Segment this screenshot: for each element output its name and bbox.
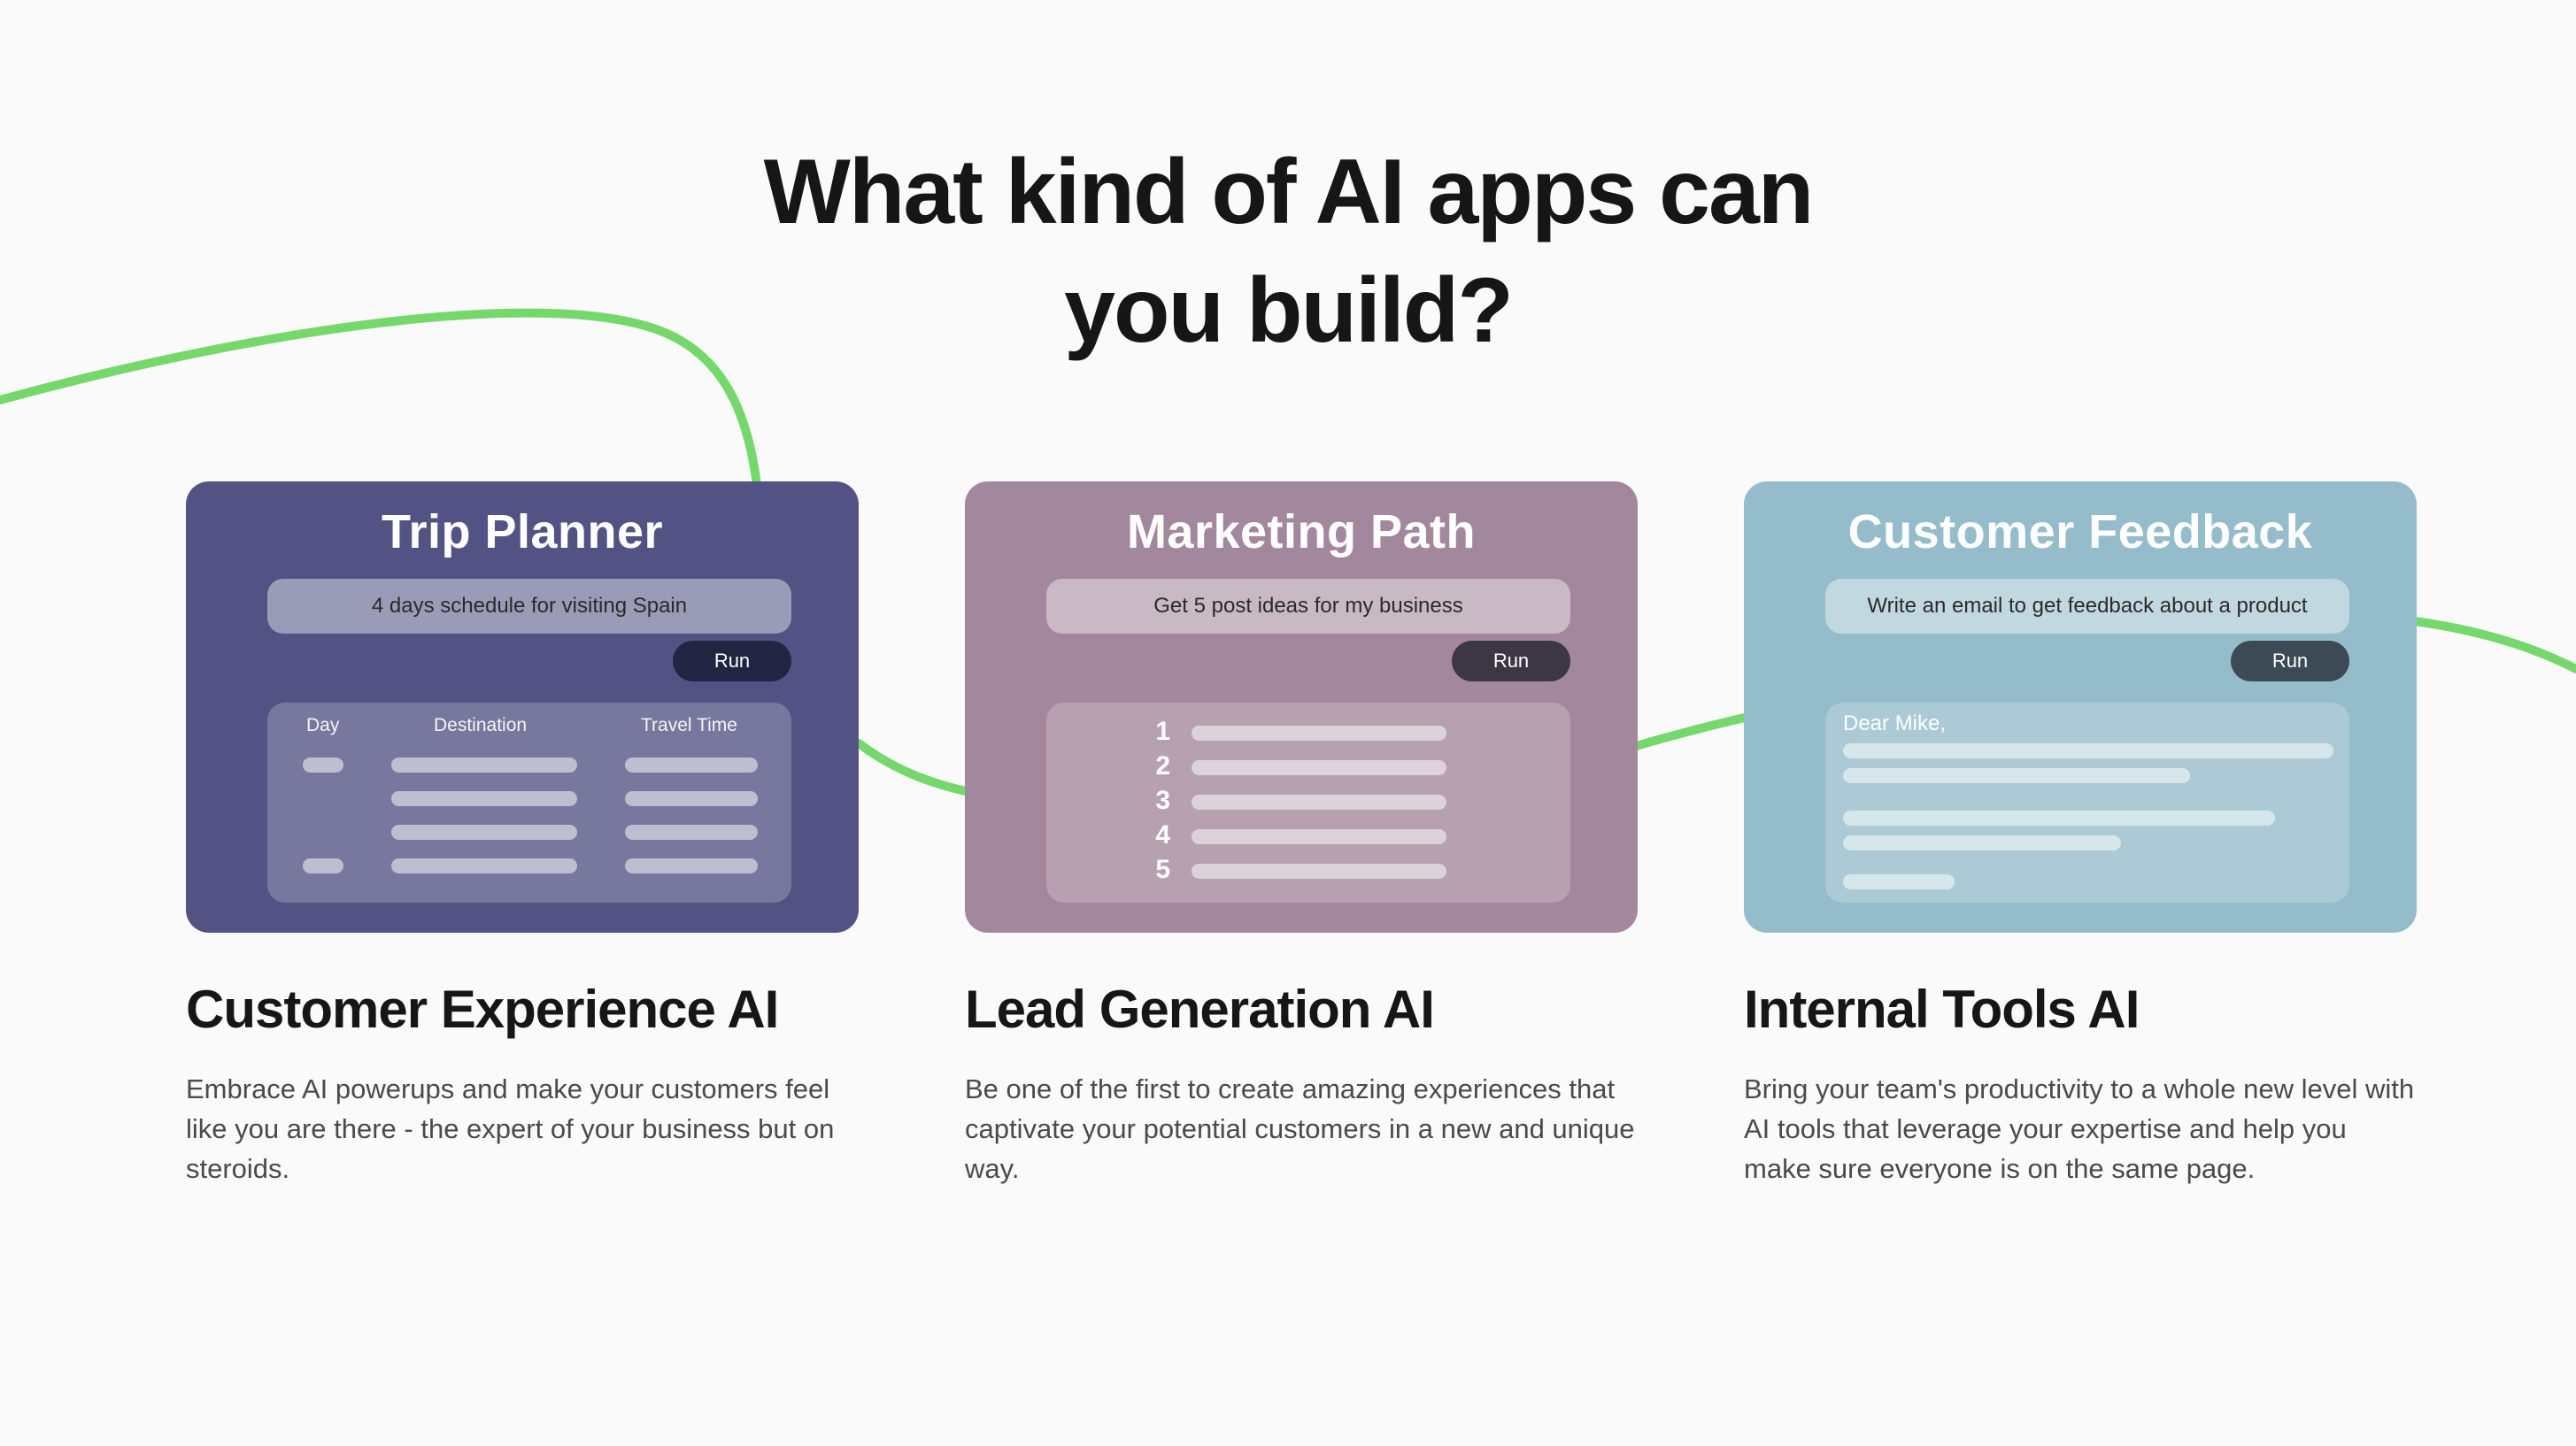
run-button[interactable]: Run bbox=[1452, 641, 1570, 681]
card-title: Customer Feedback bbox=[1847, 505, 2313, 558]
table-header-day: Day bbox=[306, 715, 340, 735]
table-header-destination: Destination bbox=[434, 715, 528, 735]
headline-line-2: you build? bbox=[1064, 259, 1514, 362]
list-number: 1 bbox=[1155, 717, 1170, 746]
run-button[interactable]: Run bbox=[673, 641, 791, 681]
trip-planner-card: Trip Planner 4 days schedule for visitin… bbox=[186, 481, 859, 933]
placeholder-bar bbox=[1843, 743, 2333, 758]
section-title-internal-tools: Internal Tools AI bbox=[1744, 980, 2140, 1039]
card-title: Marketing Path bbox=[1126, 505, 1477, 558]
customer-feedback-card: Customer Feedback Write an email to get … bbox=[1744, 481, 2417, 933]
list-number: 2 bbox=[1155, 751, 1170, 781]
placeholder-bar bbox=[303, 758, 343, 773]
placeholder-bar bbox=[625, 825, 758, 840]
table-header-travel-time: Travel Time bbox=[641, 715, 737, 735]
run-button[interactable]: Run bbox=[2231, 641, 2349, 681]
list-number: 3 bbox=[1155, 786, 1170, 815]
schedule-table: Day Destination Travel Time bbox=[267, 703, 791, 903]
list-number: 5 bbox=[1155, 855, 1170, 884]
placeholder-bar bbox=[1843, 768, 2190, 783]
prompt-field[interactable]: Write an email to get feedback about a p… bbox=[1825, 579, 2349, 634]
placeholder-bar bbox=[1843, 835, 2121, 850]
placeholder-bar bbox=[1192, 864, 1446, 879]
placeholder-bar bbox=[625, 858, 758, 873]
section-description-internal-tools: Bring your team's productivity to a whol… bbox=[1744, 1073, 2415, 1184]
section-description-lead-generation: Be one of the first to create amazing ex… bbox=[965, 1073, 1635, 1184]
list-number: 4 bbox=[1155, 820, 1170, 850]
section-title-customer-experience: Customer Experience AI bbox=[186, 980, 779, 1039]
ideas-list: 1 2 3 4 5 bbox=[1046, 703, 1570, 903]
prompt-field[interactable]: Get 5 post ideas for my business bbox=[1046, 579, 1570, 634]
card-title: Trip Planner bbox=[381, 505, 664, 558]
placeholder-bar bbox=[391, 858, 577, 873]
placeholder-bar bbox=[1843, 874, 1955, 889]
placeholder-bar bbox=[1192, 829, 1446, 844]
placeholder-bar bbox=[1192, 760, 1446, 775]
placeholder-bar bbox=[625, 758, 758, 773]
prompt-field[interactable]: 4 days schedule for visiting Spain bbox=[267, 579, 791, 634]
placeholder-bar bbox=[391, 825, 577, 840]
email-greeting: Dear Mike, bbox=[1843, 711, 1947, 735]
placeholder-bar bbox=[1192, 726, 1446, 741]
headline-line-1: What kind of AI apps can bbox=[763, 141, 1815, 243]
placeholder-bar bbox=[1843, 811, 2275, 826]
section-title-lead-generation: Lead Generation AI bbox=[965, 980, 1435, 1039]
placeholder-bar bbox=[1192, 795, 1446, 810]
email-preview: Dear Mike, bbox=[1825, 703, 2349, 903]
placeholder-bar bbox=[303, 858, 343, 873]
page-headline: What kind of AI apps can you build? bbox=[0, 133, 2576, 370]
placeholder-bar bbox=[391, 791, 577, 806]
section-description-customer-experience: Embrace AI powerups and make your custom… bbox=[186, 1073, 835, 1184]
placeholder-bar bbox=[625, 791, 758, 806]
marketing-path-card: Marketing Path Get 5 post ideas for my b… bbox=[965, 481, 1638, 933]
placeholder-bar bbox=[391, 758, 577, 773]
